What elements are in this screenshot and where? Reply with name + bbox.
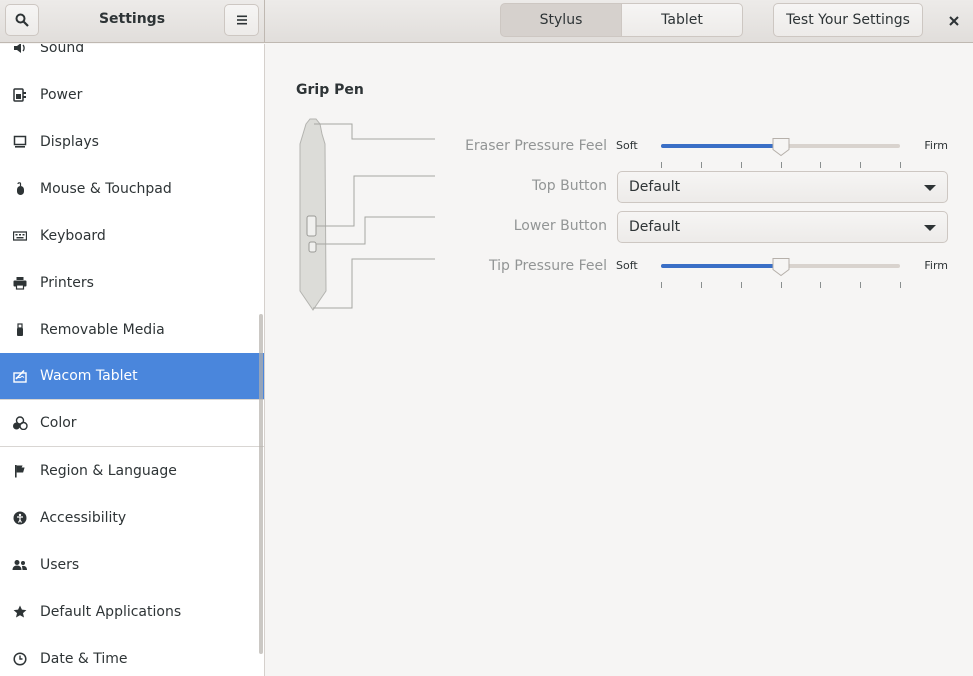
sidebar-item-label: Keyboard [40, 227, 106, 244]
sidebar-item-date-time[interactable]: Date & Time [0, 635, 264, 676]
slider-thumb[interactable] [772, 137, 790, 157]
eraser-pressure-label: Eraser Pressure Feel [465, 138, 607, 154]
slider-tick [700, 282, 702, 288]
tab-stylus[interactable]: Stylus [500, 3, 621, 37]
slider-tick [820, 282, 822, 288]
tip-firm-label: Firm [924, 259, 948, 272]
slider-tick [780, 282, 782, 288]
sidebar-item-accessibility[interactable]: Accessibility [0, 494, 264, 541]
slider-tick [700, 162, 702, 168]
tip-pressure-slider[interactable]: Soft Firm [616, 254, 948, 288]
search-icon [15, 13, 29, 27]
sidebar-item-keyboard[interactable]: Keyboard [0, 212, 264, 259]
sidebar-item-label: Users [40, 556, 80, 573]
slider-tick [900, 162, 901, 168]
slider-tick [900, 282, 901, 288]
header-bar: Settings Stylus Tablet Test Your Setting… [0, 0, 973, 43]
sidebar-item-label: Default Applications [40, 603, 182, 620]
sidebar-item-wacom-tablet[interactable]: Wacom Tablet [0, 353, 264, 400]
sidebar-item-power[interactable]: Power [0, 71, 264, 118]
close-button[interactable] [940, 8, 968, 34]
slider-tick [820, 162, 822, 168]
content-panel: Grip Pen Eraser Pressure Feel Soft Firm … [266, 44, 973, 676]
tablet-icon [12, 368, 28, 384]
star-icon [12, 604, 28, 620]
sidebar-item-label: Printers [40, 274, 94, 291]
sidebar-item-label: Power [40, 86, 83, 103]
slider-track [661, 138, 901, 168]
sidebar-item-removable-media[interactable]: Removable Media [0, 306, 264, 353]
display-icon [12, 134, 28, 150]
clock-icon [12, 651, 28, 667]
slider-tick [740, 282, 742, 288]
slider-thumb[interactable] [772, 257, 790, 277]
eraser-pressure-slider[interactable]: Soft Firm [616, 134, 948, 168]
sidebar-item-printers[interactable]: Printers [0, 259, 264, 306]
menu-button[interactable] [224, 4, 259, 36]
tip-pressure-label: Tip Pressure Feel [489, 258, 607, 274]
flag-icon [12, 463, 28, 479]
top-button-label: Top Button [532, 178, 607, 194]
sidebar-item-label: Wacom Tablet [40, 368, 138, 384]
printer-icon [12, 275, 28, 291]
section-title: Grip Pen [296, 82, 364, 98]
sidebar-item-region-language[interactable]: Region & Language [0, 447, 264, 494]
lower-button-label: Lower Button [513, 218, 607, 234]
sidebar-item-sound[interactable]: Sound [0, 44, 264, 71]
tab-switcher: Stylus Tablet [500, 3, 743, 37]
sidebar-item-label: Displays [40, 133, 99, 150]
slider-tick [661, 162, 662, 168]
sidebar-item-label: Region & Language [40, 462, 177, 479]
keyboard-icon [12, 228, 28, 244]
header-left: Settings [0, 0, 265, 43]
search-button[interactable] [5, 4, 39, 36]
top-button-dropdown[interactable]: Default [617, 171, 948, 203]
slider-tick [661, 282, 662, 288]
color-icon [12, 415, 28, 431]
usb-icon [12, 322, 28, 338]
slider-fill [661, 264, 781, 268]
pen-diagram [299, 118, 435, 311]
dropdown-arrow-icon [924, 225, 936, 231]
power-icon [12, 87, 28, 103]
slider-tick [860, 282, 862, 288]
slider-tick [740, 162, 742, 168]
sidebar-item-label: Mouse & Touchpad [40, 180, 172, 197]
tab-tablet[interactable]: Tablet [621, 3, 743, 37]
sidebar: Sound Power Displays Mouse & Touchpad Ke… [0, 44, 265, 676]
sidebar-item-users[interactable]: Users [0, 541, 264, 588]
top-button-value: Default [629, 179, 681, 195]
sidebar-item-label: Accessibility [40, 509, 127, 526]
eraser-soft-label: Soft [616, 139, 638, 152]
sidebar-item-displays[interactable]: Displays [0, 118, 264, 165]
sidebar-scrollbar[interactable] [259, 314, 263, 654]
speaker-icon [12, 44, 28, 56]
lower-button-value: Default [629, 219, 681, 235]
eraser-firm-label: Firm [924, 139, 948, 152]
test-settings-button[interactable]: Test Your Settings [773, 3, 923, 37]
users-icon [12, 557, 28, 573]
sidebar-item-label: Date & Time [40, 650, 128, 667]
dropdown-arrow-icon [924, 185, 936, 191]
hamburger-icon [236, 15, 247, 25]
sidebar-list: Sound Power Displays Mouse & Touchpad Ke… [0, 44, 264, 676]
sidebar-item-mouse[interactable]: Mouse & Touchpad [0, 165, 264, 212]
sidebar-item-label: Color [40, 415, 77, 431]
window-title: Settings [98, 11, 166, 27]
sidebar-item-label: Sound [40, 44, 85, 56]
sidebar-item-label: Removable Media [40, 321, 165, 338]
close-icon [949, 16, 959, 26]
accessibility-icon [12, 510, 28, 526]
slider-track [661, 258, 901, 288]
lower-button-dropdown[interactable]: Default [617, 211, 948, 243]
tip-soft-label: Soft [616, 259, 638, 272]
sidebar-item-color[interactable]: Color [0, 400, 264, 447]
mouse-icon [12, 181, 28, 197]
slider-tick [860, 162, 862, 168]
slider-fill [661, 144, 781, 148]
slider-tick [780, 162, 782, 168]
sidebar-item-default-applications[interactable]: Default Applications [0, 588, 264, 635]
